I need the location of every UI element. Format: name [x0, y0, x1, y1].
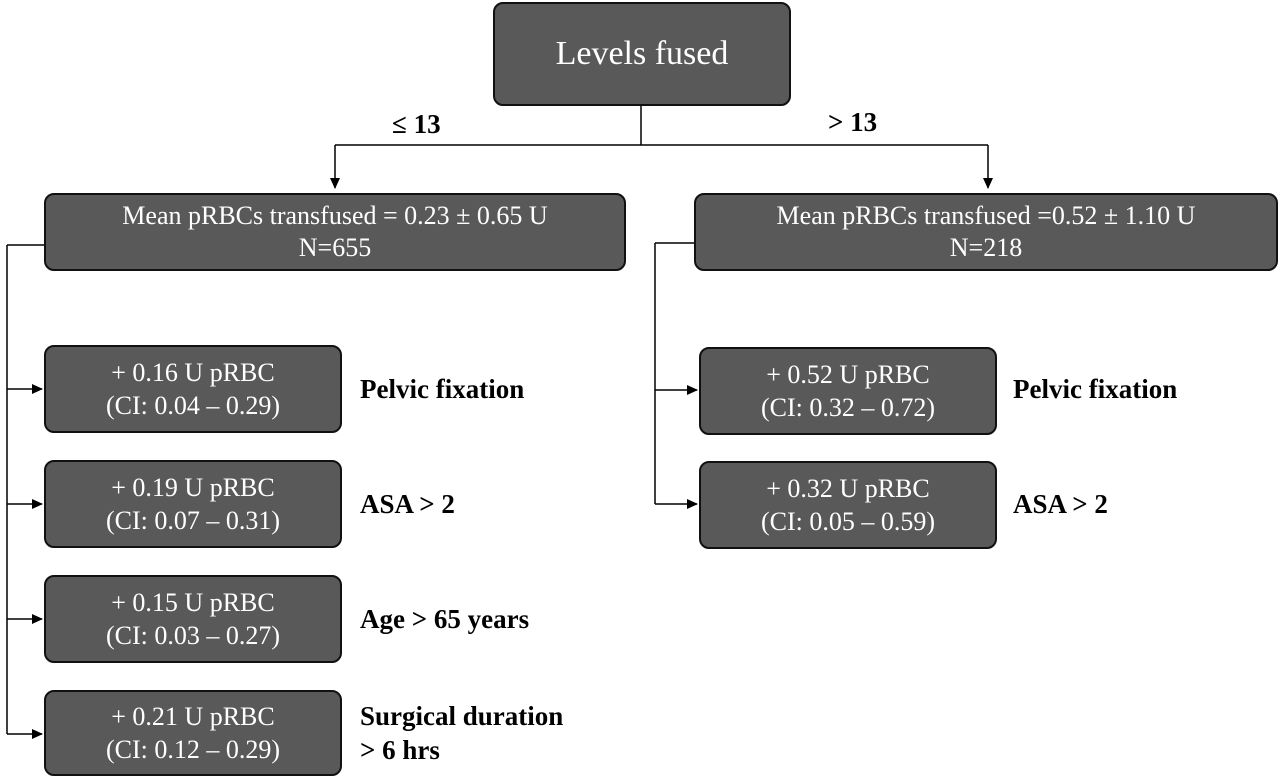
predictor-ci: (CI: 0.32 – 0.72): [760, 393, 936, 422]
root-label: Levels fused: [555, 35, 729, 72]
right-summary-box: Mean pRBCs transfused =0.52 ± 1.10 U N=2…: [694, 193, 1278, 271]
left-predictor-label-3: Age > 65 years: [360, 604, 530, 634]
predictor-effect: + 0.15 U pRBC: [111, 588, 275, 617]
branch-label-right: > 13: [828, 107, 878, 137]
right-summary-mean: Mean pRBCs transfused =0.52 ± 1.10 U: [776, 201, 1196, 230]
left-predictor-box-2: + 0.19 U pRBC (CI: 0.07 – 0.31): [44, 460, 342, 548]
predictor-effect: + 0.16 U pRBC: [111, 358, 275, 387]
right-predictor-label-2: ASA > 2: [1013, 489, 1108, 519]
branch-label-left: ≤ 13: [392, 109, 441, 139]
predictor-ci: (CI: 0.03 – 0.27): [105, 621, 281, 650]
predictor-effect: + 0.32 U pRBC: [766, 474, 930, 503]
predictor-ci: (CI: 0.05 – 0.59): [760, 507, 936, 536]
predictor-ci: (CI: 0.04 – 0.29): [105, 391, 281, 420]
left-summary-box: Mean pRBCs transfused = 0.23 ± 0.65 U N=…: [44, 193, 626, 271]
left-predictor-box-1: + 0.16 U pRBC (CI: 0.04 – 0.29): [44, 345, 342, 433]
predictor-ci: (CI: 0.07 – 0.31): [105, 506, 281, 535]
left-predictor-box-3: + 0.15 U pRBC (CI: 0.03 – 0.27): [44, 575, 342, 663]
predictor-effect: + 0.19 U pRBC: [111, 473, 275, 502]
left-summary-n: N=655: [298, 233, 372, 262]
left-predictor-label-2: ASA > 2: [360, 489, 455, 519]
right-predictor-box-2: + 0.32 U pRBC (CI: 0.05 – 0.59): [699, 461, 997, 549]
predictor-effect: + 0.52 U pRBC: [766, 360, 930, 389]
left-predictor-box-4: + 0.21 U pRBC (CI: 0.12 – 0.29): [44, 690, 342, 776]
predictor-effect: + 0.21 U pRBC: [111, 702, 275, 731]
predictor-ci: (CI: 0.12 – 0.29): [105, 735, 281, 764]
left-predictor-label-1: Pelvic fixation: [360, 374, 525, 404]
left-predictor-label-4: Surgical duration > 6 hrs: [360, 701, 564, 765]
root-node: Levels fused: [493, 2, 791, 106]
right-predictor-label-1: Pelvic fixation: [1013, 374, 1178, 404]
left-summary-mean: Mean pRBCs transfused = 0.23 ± 0.65 U: [122, 201, 548, 230]
right-predictor-box-1: + 0.52 U pRBC (CI: 0.32 – 0.72): [699, 347, 997, 435]
right-summary-n: N=218: [949, 233, 1023, 262]
